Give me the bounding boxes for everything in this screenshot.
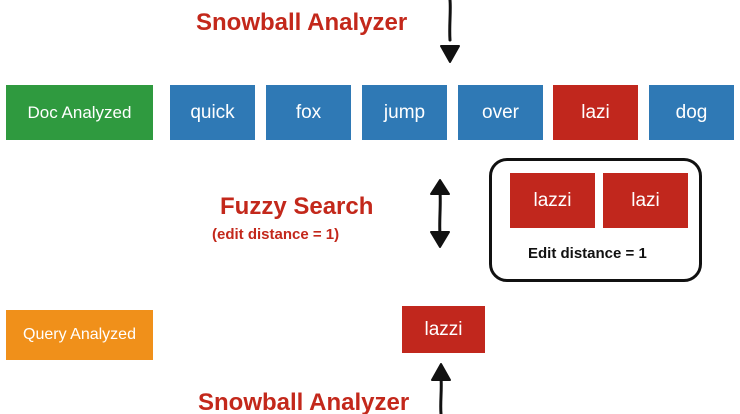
doc-analyzed-box: Doc Analyzed: [6, 85, 153, 140]
query-analyzed-box: Query Analyzed: [6, 310, 153, 360]
edit-distance-caption: Edit distance = 1: [528, 245, 647, 262]
fuzzy-search-subtitle: (edit distance = 1): [212, 226, 340, 243]
up-arrow-icon: [431, 363, 451, 414]
fuzzy-match-frame: [489, 158, 702, 282]
doc-token-over: over: [458, 85, 543, 140]
doc-token-quick: quick: [170, 85, 255, 140]
double-arrow-icon: [430, 179, 450, 248]
down-arrow-icon: [440, 0, 460, 63]
fuzzy-term-lazzi: lazzi: [510, 173, 595, 228]
fuzzy-term-lazi: lazi: [603, 173, 688, 228]
doc-token-jump: jump: [362, 85, 447, 140]
doc-token-lazi: lazi: [553, 85, 638, 140]
query-token-lazzi: lazzi: [402, 306, 485, 353]
snowball-analyzer-bottom-title: Snowball Analyzer: [198, 389, 410, 414]
doc-token-fox: fox: [266, 85, 351, 140]
doc-token-dog: dog: [649, 85, 734, 140]
snowball-analyzer-top-title: Snowball Analyzer: [196, 9, 408, 36]
fuzzy-search-title: Fuzzy Search: [220, 193, 374, 220]
